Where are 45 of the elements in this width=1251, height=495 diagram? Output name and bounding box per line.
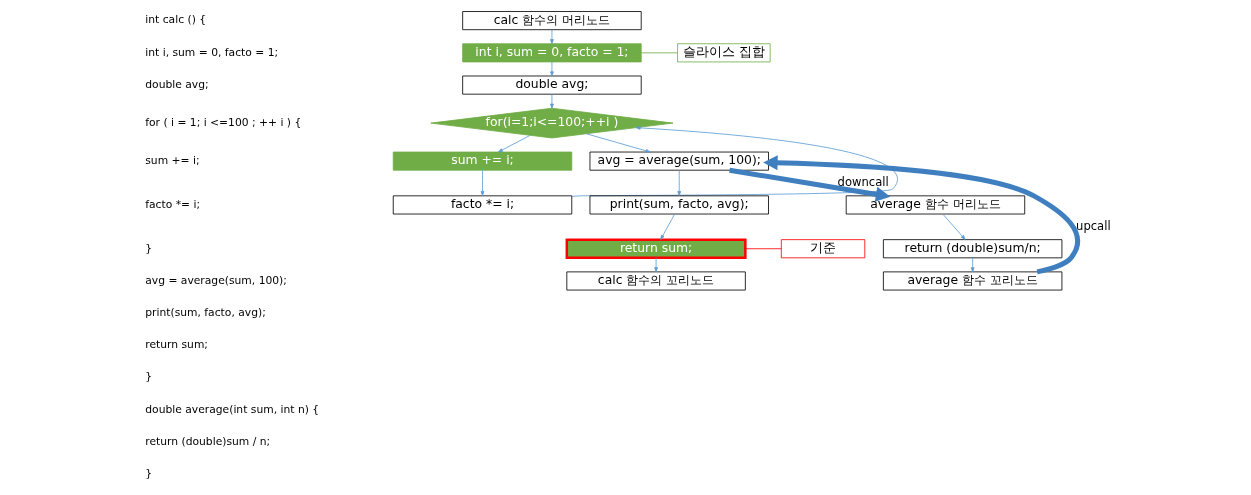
node-box: facto *= i; xyxy=(392,195,573,215)
label: print(sum, facto, avg); xyxy=(145,306,266,320)
node-box: return (double)sum/n; xyxy=(882,239,1063,259)
arrow xyxy=(550,29,554,45)
node-box: sum += i; xyxy=(392,151,573,171)
edge-label: upcall xyxy=(1076,218,1111,233)
edge-label: downcall xyxy=(837,175,889,190)
label: int calc () { xyxy=(145,13,207,27)
arrow xyxy=(763,155,1081,275)
label: } xyxy=(145,467,153,481)
node-box: 기준 xyxy=(780,239,866,259)
label: sum += i; xyxy=(145,153,200,167)
arrow xyxy=(970,257,975,273)
label: for ( i = 1; i <=100 ; ++ i ) { xyxy=(145,115,302,129)
node-box: 슬라이스 집합 xyxy=(677,43,771,63)
arrow xyxy=(480,170,485,196)
arrow xyxy=(942,213,966,240)
arrow xyxy=(729,167,891,202)
node-box: calc 함수의 꼬리노드 xyxy=(566,271,746,291)
node-box: calc 함수의 머리노드 xyxy=(462,11,642,31)
connector xyxy=(640,52,678,54)
node-box: return sum; xyxy=(565,238,747,260)
label: double average(int sum, int n) { xyxy=(145,402,320,416)
label: int i, sum = 0, facto = 1; xyxy=(145,45,279,59)
arrow xyxy=(654,257,658,273)
arrow xyxy=(660,213,675,240)
label: facto *= i; xyxy=(145,197,201,211)
label: avg = average(sum, 100); xyxy=(145,273,287,287)
label: return sum; xyxy=(145,338,208,352)
arrow xyxy=(550,61,554,77)
node-box: print(sum, facto, avg); xyxy=(589,195,769,215)
node-diamond: for(i=1;i<=100;++i ) xyxy=(430,107,674,139)
label: return (double)sum / n; xyxy=(145,434,271,448)
node-box: int i, sum = 0, facto = 1; xyxy=(462,43,642,63)
arrow xyxy=(550,93,554,109)
arrow xyxy=(497,135,531,153)
label: } xyxy=(145,241,153,255)
connector xyxy=(745,248,782,250)
node-box: average 함수 꼬리노드 xyxy=(882,271,1063,291)
label: double avg; xyxy=(145,77,209,91)
arrow xyxy=(585,133,651,153)
arrow xyxy=(677,170,682,196)
node-box: average 함수 머리노드 xyxy=(845,195,1026,215)
label: } xyxy=(145,370,153,384)
node-box: double avg; xyxy=(462,75,642,95)
